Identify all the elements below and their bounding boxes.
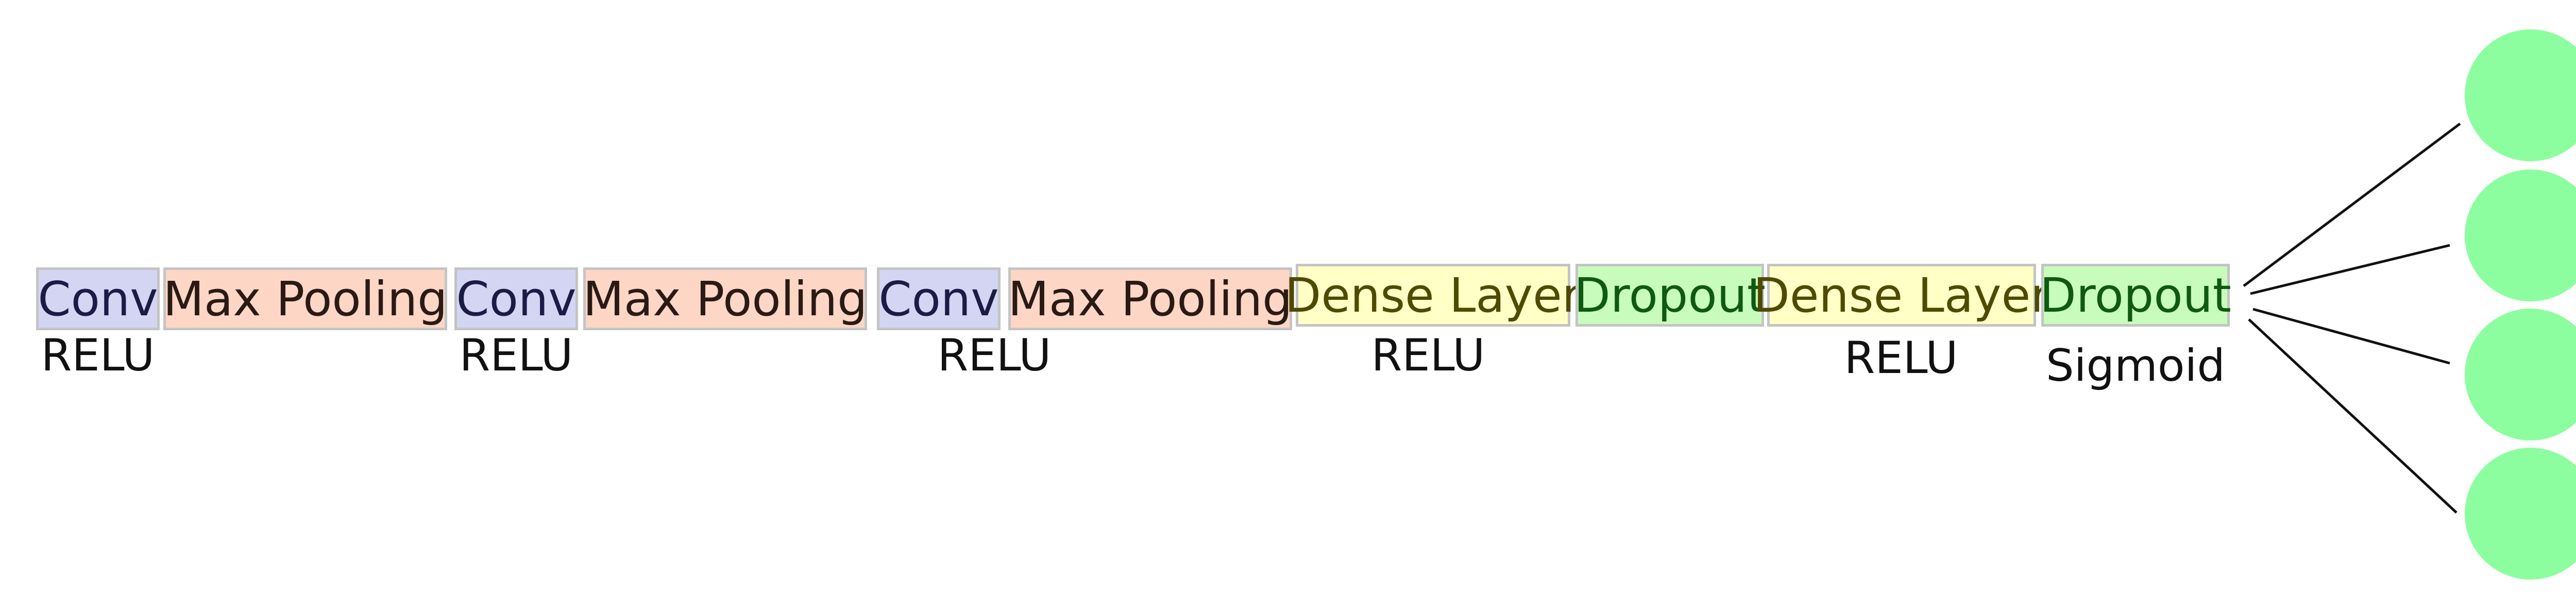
connection-line-4 [2248,318,2458,514]
output-node-3 [2465,309,2576,440]
activation-label-dropout-2: Sigmoid [2046,340,2225,392]
layer-dropout-1: Dropout [1574,264,1766,327]
output-node-1 [2465,29,2576,161]
layer-dense-2: Dense Layer [1753,264,2050,327]
output-node-2 [2465,170,2576,301]
connection-line-2 [2250,244,2450,295]
layer-max-pooling-2: Max Pooling [583,267,868,330]
activation-label-dense-1: RELU [1371,330,1485,381]
activation-label-conv-1: RELU [41,330,155,381]
layer-max-pooling-3: Max Pooling [1008,267,1293,330]
activation-label-conv-2: RELU [459,330,573,381]
connection-line-3 [2252,308,2450,365]
activation-label-dense-2: RELU [1844,332,1958,384]
activation-label-conv-3: RELU [937,330,1052,381]
connection-line-1 [2243,123,2461,287]
layer-conv-1: Conv [36,267,160,330]
layer-max-pooling-1: Max Pooling [163,267,448,330]
layer-conv-3: Conv [877,267,1001,330]
layer-conv-2: Conv [454,267,578,330]
layer-dropout-2: Dropout [2040,264,2231,327]
layer-dense-1: Dense Layer [1284,264,1582,327]
output-node-4 [2465,448,2576,580]
